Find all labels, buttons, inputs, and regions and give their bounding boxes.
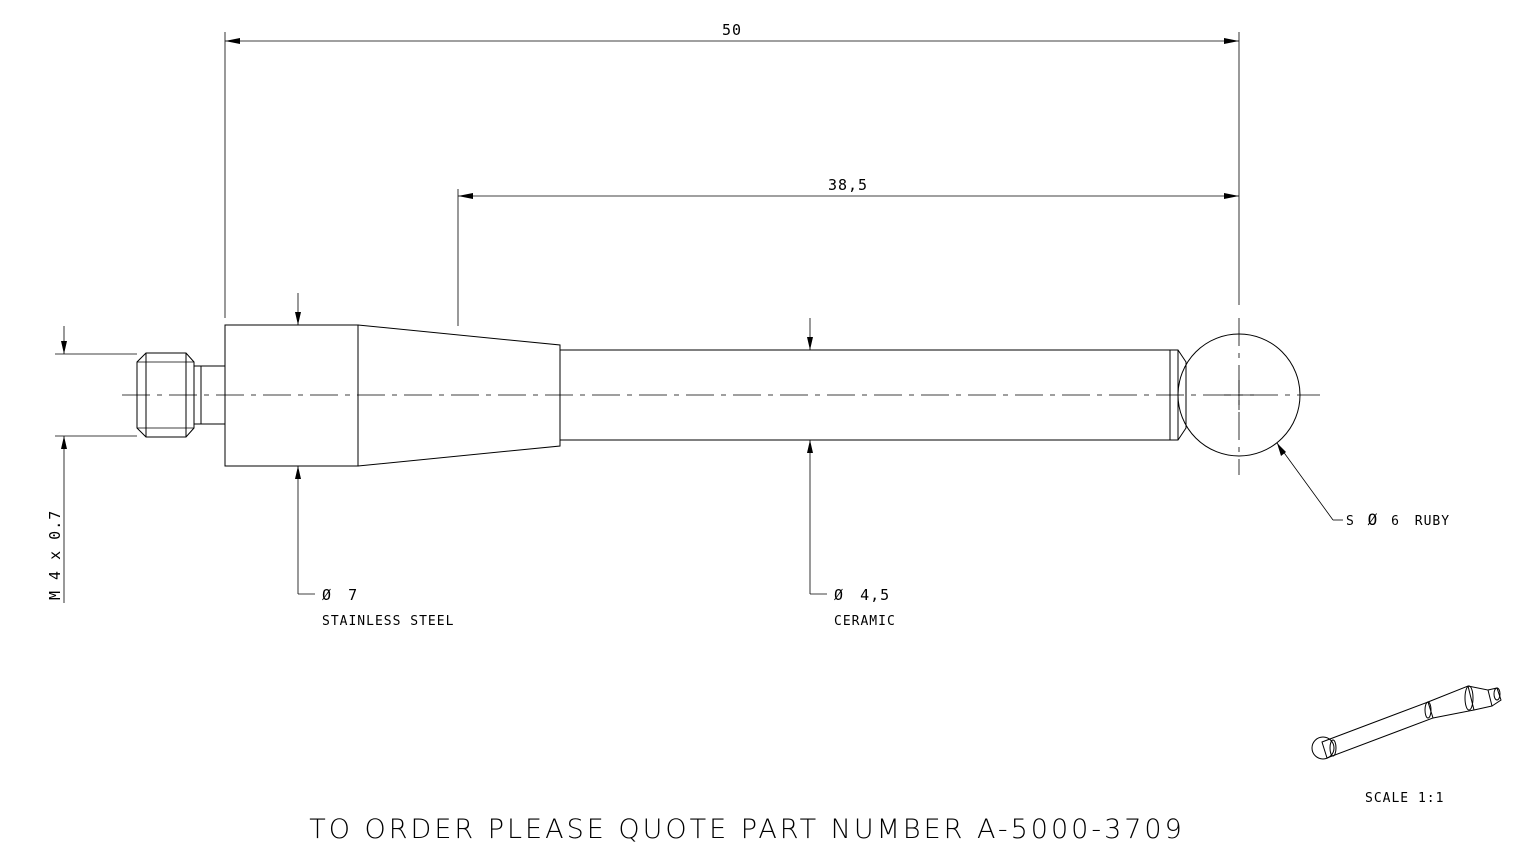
- stylus-body: [224, 324, 561, 467]
- iso-ball: [1311, 736, 1335, 760]
- body-diameter-value: 7: [348, 586, 358, 604]
- body-taper: [357, 324, 561, 467]
- dimension-stem-length: 38,5: [457, 176, 1239, 326]
- overall-length-label: 50: [722, 21, 742, 39]
- stem-diameter-value: 4,5: [860, 586, 890, 604]
- iso-taper: [1427, 685, 1475, 719]
- arrowhead: [807, 440, 813, 453]
- stylus-stem: [559, 349, 1187, 441]
- iso-stem: [1321, 701, 1434, 759]
- thread-end: [136, 352, 226, 438]
- arrowhead: [295, 312, 301, 325]
- svg-text:S Ø 6 RUBY: S Ø 6 RUBY: [1346, 510, 1450, 529]
- diameter-symbol: Ø: [834, 586, 844, 604]
- callout-ball-diameter: S Ø 6 RUBY: [1276, 442, 1450, 529]
- arrowhead: [807, 337, 813, 350]
- callout-body-diameter: Ø 7 STAINLESS STEEL: [295, 293, 454, 629]
- stem-material-label: CERAMIC: [834, 614, 896, 629]
- dimension-thread: M 4 x 0.7: [46, 326, 137, 603]
- isometric-view: [1311, 685, 1502, 760]
- dimension-overall-length: 50: [224, 21, 1240, 318]
- scale-label: SCALE 1:1: [1365, 791, 1444, 806]
- arrowhead: [1224, 193, 1239, 199]
- arrowhead: [61, 341, 67, 354]
- ball-prefix: S: [1346, 514, 1355, 529]
- ball-holder: [1170, 349, 1187, 441]
- diameter-symbol: Ø: [322, 586, 332, 604]
- arrowhead: [225, 38, 240, 44]
- stem-length-label: 38,5: [828, 176, 868, 194]
- thread-label: M 4 x 0.7: [46, 510, 64, 600]
- svg-text:Ø 4,5: Ø 4,5: [834, 586, 890, 604]
- arrowhead: [1277, 443, 1286, 456]
- ruby-ball: [1177, 333, 1301, 457]
- order-instruction: TO ORDER PLEASE QUOTE PART NUMBER A-5000…: [309, 814, 1185, 845]
- arrowhead: [458, 193, 473, 199]
- diameter-symbol: Ø: [1368, 510, 1379, 529]
- svg-text:Ø 7: Ø 7: [322, 586, 358, 604]
- iso-body: [1467, 685, 1493, 711]
- body-material-label: STAINLESS STEEL: [322, 614, 454, 629]
- body-cylinder: [224, 324, 359, 467]
- ball-material-label: RUBY: [1415, 514, 1450, 529]
- arrowhead: [295, 466, 301, 479]
- ball-diameter-value: 6: [1391, 514, 1400, 529]
- stem-cylinder: [559, 349, 1171, 441]
- iso-thread: [1487, 687, 1502, 707]
- arrowhead: [1224, 38, 1239, 44]
- arrowhead: [61, 436, 67, 449]
- callout-stem-diameter: Ø 4,5 CERAMIC: [807, 318, 896, 629]
